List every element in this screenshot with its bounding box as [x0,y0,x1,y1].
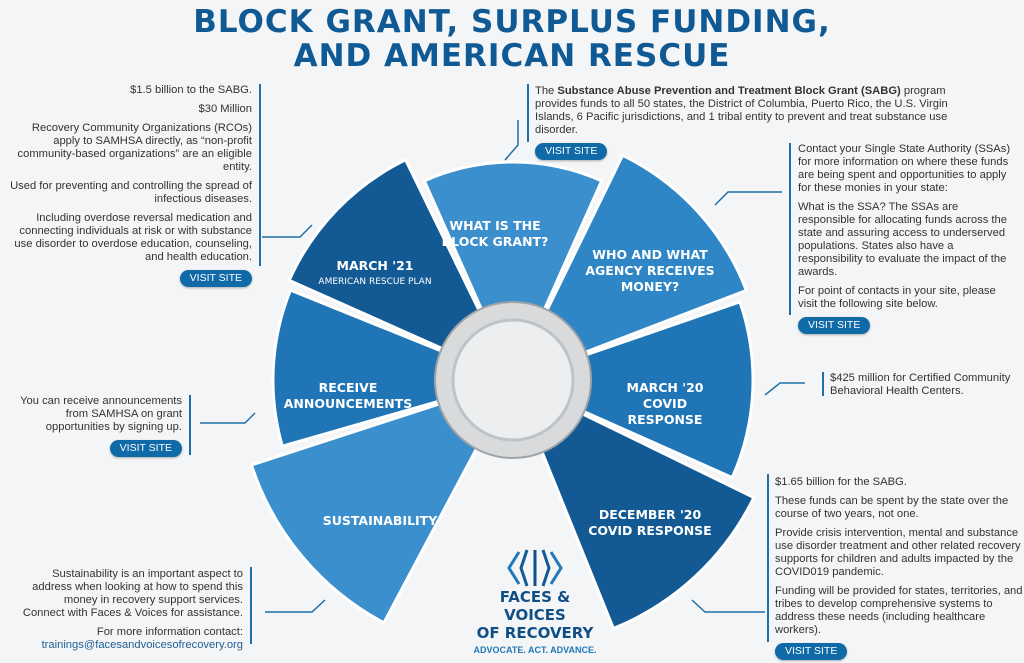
segment-announcements[interactable]: RECEIVE ANNOUNCEMENTS [283,380,413,411]
connector-dec20 [691,599,765,613]
sustainability-info: Sustainability is an important aspect to… [20,568,243,652]
visit-site-button-who[interactable]: VISIT SITE [798,317,871,334]
email-link[interactable]: trainings@facesandvoicesofrecovery.org [41,639,243,651]
segment-block-grant[interactable]: WHAT IS THE BLOCK GRANT? [441,218,549,249]
divider [527,84,529,142]
info-text: $1.5 billion to the SABG. [130,84,252,96]
visit-site-button-march21[interactable]: VISIT SITE [179,270,252,287]
info-text: Including overdose reversal medication a… [14,212,252,263]
connector-block-grant [504,120,519,161]
info-text: $30 Million [198,103,252,115]
march21-subtitle: AMERICAN RESCUE PLAN [318,277,432,287]
divider [250,567,252,644]
dec20-info: $1.65 billion for the SABG. These funds … [775,476,1023,660]
info-text: program provides funds to all 50 states,… [535,85,948,136]
faces-voices-logo: FACES & VOICES OF RECOVERY ADVOCATE. ACT… [470,548,600,655]
connector-march21 [262,224,313,238]
segment-dec20[interactable]: DECEMBER '20 COVID RESPONSE [588,507,712,538]
divider [789,143,791,315]
wedge-march20[interactable] [508,299,755,480]
connector-who [714,191,782,206]
info-text: Provide crisis intervention, mental and … [775,527,1021,578]
connector-lines [200,120,805,613]
segment-who[interactable]: WHO AND WHAT AGENCY RECEIVES MONEY? [585,247,715,294]
visit-site-button-announcements[interactable]: VISIT SITE [109,440,182,457]
connector-march20 [764,382,805,396]
page-title-line1: BLOCK GRANT, SURPLUS FUNDING, [193,4,831,40]
info-text: The [535,85,558,97]
visit-site-button-dec20[interactable]: VISIT SITE [775,643,848,660]
block-grant-info: The Substance Abuse Prevention and Treat… [535,85,975,160]
march20-info: $425 million for Certified Community Beh… [830,372,1011,397]
hub-center [451,318,575,442]
info-text: Funding will be provided for states, ter… [775,585,1023,636]
wedge-sustainability[interactable] [249,377,517,625]
connector-announcements [200,412,256,424]
wedge-announcements[interactable] [271,288,518,449]
info-text: You can receive announcements from SAMHS… [20,395,182,433]
divider [767,474,769,642]
info-text: For more information contact: [96,626,243,638]
logo-line1: FACES & VOICES [499,588,571,624]
info-text: Recovery Community Organizations (RCOs) … [17,122,252,173]
divider [822,372,824,396]
march21-info: $1.5 billion to the SABG. $30 Million Re… [10,84,252,287]
segment-march21[interactable]: MARCH '21 AMERICAN RESCUE PLAN [305,258,445,290]
wedge-block-grant[interactable] [422,160,604,384]
info-text: These funds can be spent by the state ov… [775,495,1009,520]
march21-title: MARCH '21 [336,258,414,273]
segment-sustainability[interactable]: SUSTAINABILITY [322,513,438,528]
page-title-line2: AND AMERICAN RESCUE [293,38,731,74]
wedge-dec20[interactable] [510,376,756,631]
info-text: For point of contacts in your site, plea… [798,285,996,310]
info-text: $1.65 billion for the SABG. [775,476,907,488]
logo-mark-icon [507,549,563,587]
info-text: Used for preventing and controlling the … [10,180,252,205]
divider [189,395,191,455]
info-text: Sustainability is an important aspect to… [22,568,243,619]
segment-march20[interactable]: MARCH '20 COVID RESPONSE [626,380,704,427]
visit-site-button-block-grant[interactable]: VISIT SITE [535,143,608,160]
connector-sustainability [265,599,326,613]
logo-tagline: ADVOCATE. ACT. ADVANCE. [473,645,597,655]
info-text-bold: Substance Abuse Prevention and Treatment… [557,85,901,97]
logo-line2: OF RECOVERY [476,624,594,642]
info-text: What is the SSA? The SSAs are responsibl… [798,201,1007,278]
announcements-info: You can receive announcements from SAMHS… [10,395,182,457]
info-text: Contact your Single State Authority (SSA… [798,143,1011,194]
who-info: Contact your Single State Authority (SSA… [798,143,1013,334]
divider [259,84,261,266]
wedge-who[interactable] [509,153,749,383]
